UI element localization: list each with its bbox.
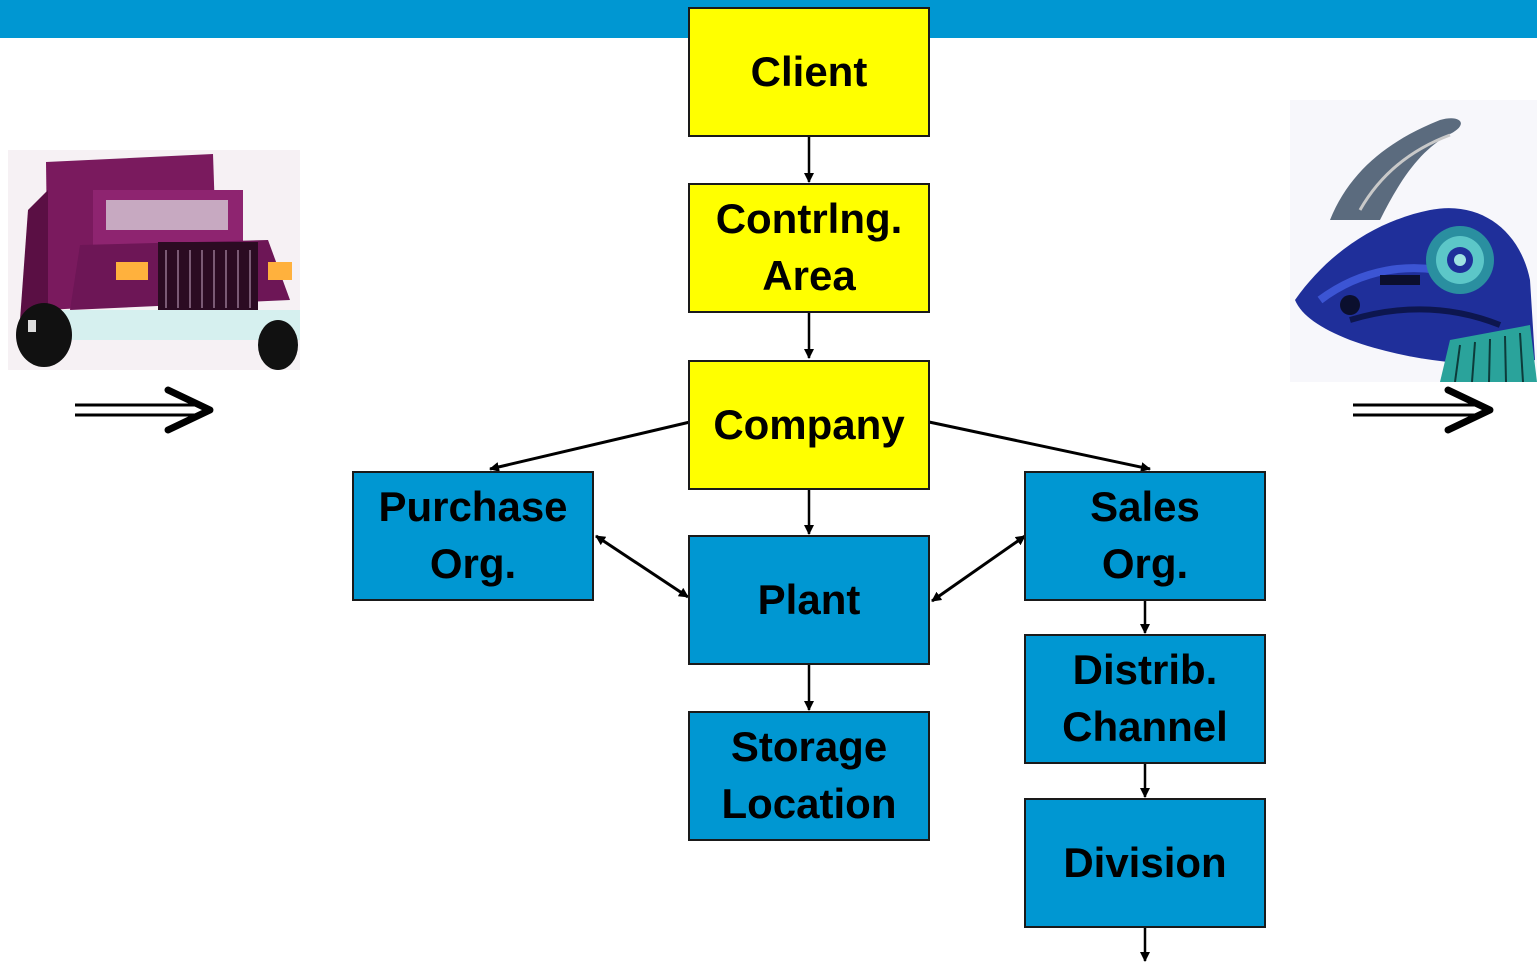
truck-icon (8, 150, 300, 370)
arrow-sales-org-plant (931, 534, 1026, 603)
storage-location-box: Storage Location (688, 711, 930, 841)
arrow-company-to-purchase-org (489, 420, 691, 472)
client-box: Client (688, 7, 930, 137)
company-box: Company (688, 360, 930, 490)
inbound-arrow-icon (75, 386, 214, 434)
sales-org-box: Sales Org. (1024, 471, 1266, 601)
outbound-arrow-icon (1353, 386, 1494, 434)
locomotive-icon (1290, 100, 1537, 382)
plant-box: Plant (688, 535, 930, 665)
arrow-company-to-sales-org (928, 420, 1151, 473)
distrib-channel-box: Distrib. Channel (1024, 634, 1266, 764)
division-box: Division (1024, 798, 1266, 928)
arrow-purchase-org-plant (595, 534, 689, 599)
controlling-area-box: Contrlng. Area (688, 183, 930, 313)
purchase-org-box: Purchase Org. (352, 471, 594, 601)
